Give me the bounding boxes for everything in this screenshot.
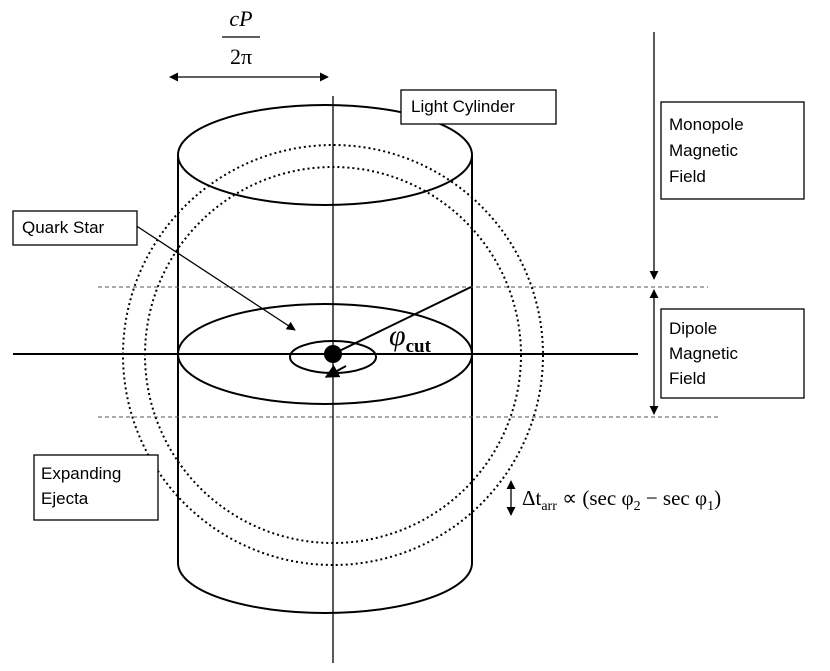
rotation-arrow [324,364,347,378]
monopole-box [660,101,805,200]
phi-cut-label: φcut [389,319,432,357]
expanding-ejecta-line1: Expanding [41,464,121,483]
phi-cut-line [332,286,472,355]
light-cylinder-label: Light Cylinder [411,97,515,116]
light-cylinder-box [400,89,557,125]
delta-t-expression: Δtarr ∝ (sec φ2 − sec φ1) [522,486,721,514]
equatorial-ellipse [177,303,473,405]
expanding-ejecta-box [33,454,159,521]
monopole-line2: Magnetic [669,141,738,160]
quark-star-box [12,210,138,246]
quark-star-dot [324,345,342,363]
width-numerator: cP [229,6,252,31]
dipole-line2: Magnetic [669,344,738,363]
monopole-line3: Field [669,167,706,186]
quark-star-label: Quark Star [22,218,105,237]
dipole-line3: Field [669,369,706,388]
monopole-line1: Monopole [669,115,744,134]
width-denominator: 2π [230,44,252,69]
expanding-ejecta-line2: Ejecta [41,489,89,508]
dipole-box [660,308,805,399]
dipole-line1: Dipole [669,319,717,338]
quark-star-pointer [134,224,296,331]
cylinder-bottom-arc [177,562,473,614]
